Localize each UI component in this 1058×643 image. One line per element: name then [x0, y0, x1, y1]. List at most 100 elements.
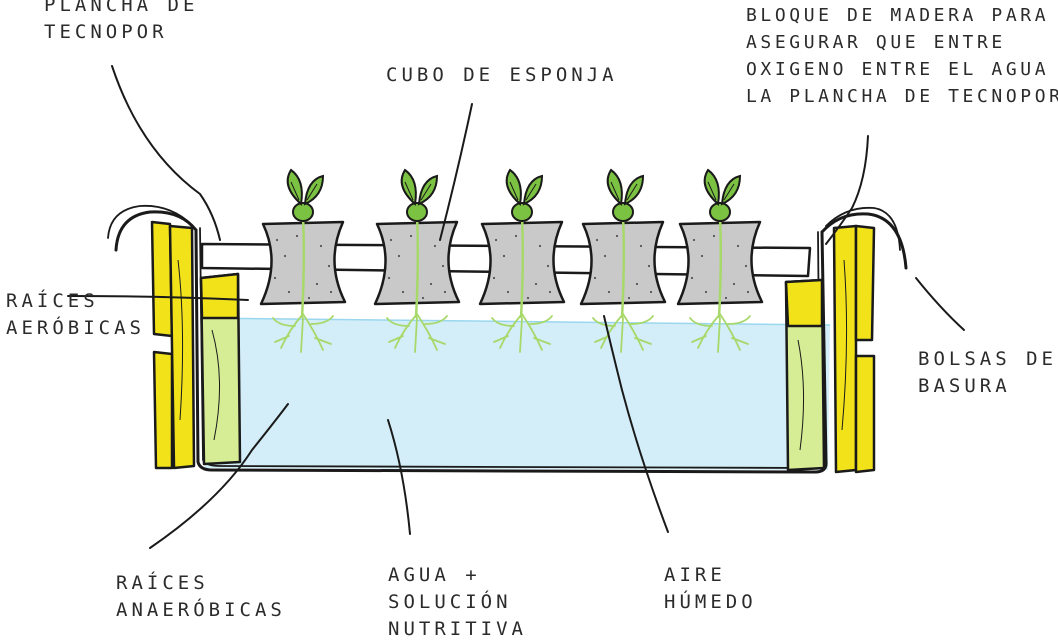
- label-line: AGUA +: [388, 564, 481, 586]
- seed: [612, 202, 634, 222]
- sponge-speckle: [319, 244, 323, 248]
- sponge-speckle: [315, 282, 319, 286]
- label-line: RAÍCES: [6, 290, 99, 312]
- sponge-speckle: [494, 238, 498, 242]
- label-cubo: CUBO DE ESPONJA: [386, 62, 618, 89]
- stem: [620, 215, 626, 319]
- stem: [717, 215, 723, 319]
- root: [499, 313, 523, 349]
- sponge-speckle: [649, 290, 653, 294]
- sponge-speckle: [307, 296, 311, 300]
- root: [280, 313, 304, 349]
- sponge-speckle: [746, 290, 750, 294]
- label-aerobicas: RAÍCES AERÓBICAS: [6, 288, 145, 342]
- sponge-speckle: [744, 264, 748, 268]
- sponge-speckle: [433, 244, 437, 248]
- sponge-speckle: [627, 296, 631, 300]
- sponge-speckle: [283, 254, 287, 258]
- label-line: SOLUCIÓN: [388, 591, 512, 613]
- label-line: BLOQUE DE MADERA PARA: [746, 5, 1050, 26]
- sponge-speckle: [712, 234, 716, 238]
- root: [416, 313, 438, 351]
- sponge-speckle: [502, 254, 506, 258]
- leaf: [505, 168, 522, 206]
- stem: [414, 215, 420, 319]
- sponge-speckle: [443, 290, 447, 294]
- root: [310, 315, 334, 325]
- root: [519, 317, 523, 353]
- sponge-speckle: [639, 244, 643, 248]
- sponge-speckle: [329, 290, 333, 294]
- plants: [259, 168, 764, 353]
- label-line: BASURA: [918, 375, 1011, 397]
- sponge-speckle: [421, 296, 425, 300]
- root: [691, 335, 707, 343]
- root: [630, 315, 654, 325]
- sponge-speckle: [409, 234, 413, 238]
- leaf: [606, 168, 623, 206]
- sponge-speckle: [704, 290, 708, 294]
- root: [529, 315, 553, 325]
- root: [414, 317, 418, 353]
- root: [731, 337, 749, 345]
- root: [634, 337, 652, 345]
- root: [719, 313, 741, 351]
- sponge-speckle: [607, 290, 611, 294]
- sponge-speckle: [295, 234, 299, 238]
- leaf-vein: [626, 183, 638, 201]
- root: [697, 313, 721, 349]
- label-line: AIRE: [664, 564, 726, 586]
- sponge-speckle: [401, 290, 405, 294]
- root: [388, 335, 404, 343]
- label-line: TECNOPOR: [44, 21, 168, 43]
- leaf-vein: [707, 181, 717, 201]
- root: [689, 317, 713, 327]
- root: [314, 337, 332, 345]
- root: [622, 313, 644, 351]
- plant: [579, 168, 667, 353]
- root: [302, 313, 324, 351]
- seed: [406, 202, 428, 222]
- plant: [478, 168, 566, 353]
- root: [386, 317, 410, 327]
- plant: [259, 168, 347, 353]
- sponge-speckle: [397, 254, 401, 258]
- water-body: [199, 317, 831, 470]
- label-line: BOLSAS DE: [918, 348, 1057, 370]
- plant: [676, 168, 764, 353]
- sponge-speckle: [441, 264, 445, 268]
- leaf: [286, 168, 303, 206]
- label-line: AERÓBICAS: [6, 317, 145, 339]
- leader-aerobicas: [67, 295, 249, 301]
- sponge-speckle: [327, 264, 331, 268]
- sponge-speckle: [492, 276, 496, 280]
- sponge-speckle: [538, 244, 542, 248]
- leaf: [400, 168, 417, 206]
- seed: [709, 202, 731, 222]
- root: [272, 317, 296, 327]
- sponge-speckle: [595, 238, 599, 242]
- root: [394, 313, 418, 349]
- stem: [519, 215, 525, 319]
- root: [727, 315, 751, 325]
- leaf-vein: [509, 181, 519, 201]
- sponge-speckle: [700, 254, 704, 258]
- sponge-speckle: [429, 282, 433, 286]
- leaf: [703, 168, 720, 206]
- leader-plancha: [111, 65, 221, 241]
- leaf: [522, 174, 544, 206]
- sponge-speckle: [635, 282, 639, 286]
- leaf-vein: [610, 181, 620, 201]
- sponge-speckle: [736, 244, 740, 248]
- label-line: OXIGENO ENTRE EL AGUA Y: [746, 59, 1058, 80]
- label-bolsas: BOLSAS DE BASURA: [918, 346, 1057, 400]
- leaf: [417, 174, 439, 206]
- sponge-speckle: [724, 296, 728, 300]
- sponge-speckle: [389, 238, 393, 242]
